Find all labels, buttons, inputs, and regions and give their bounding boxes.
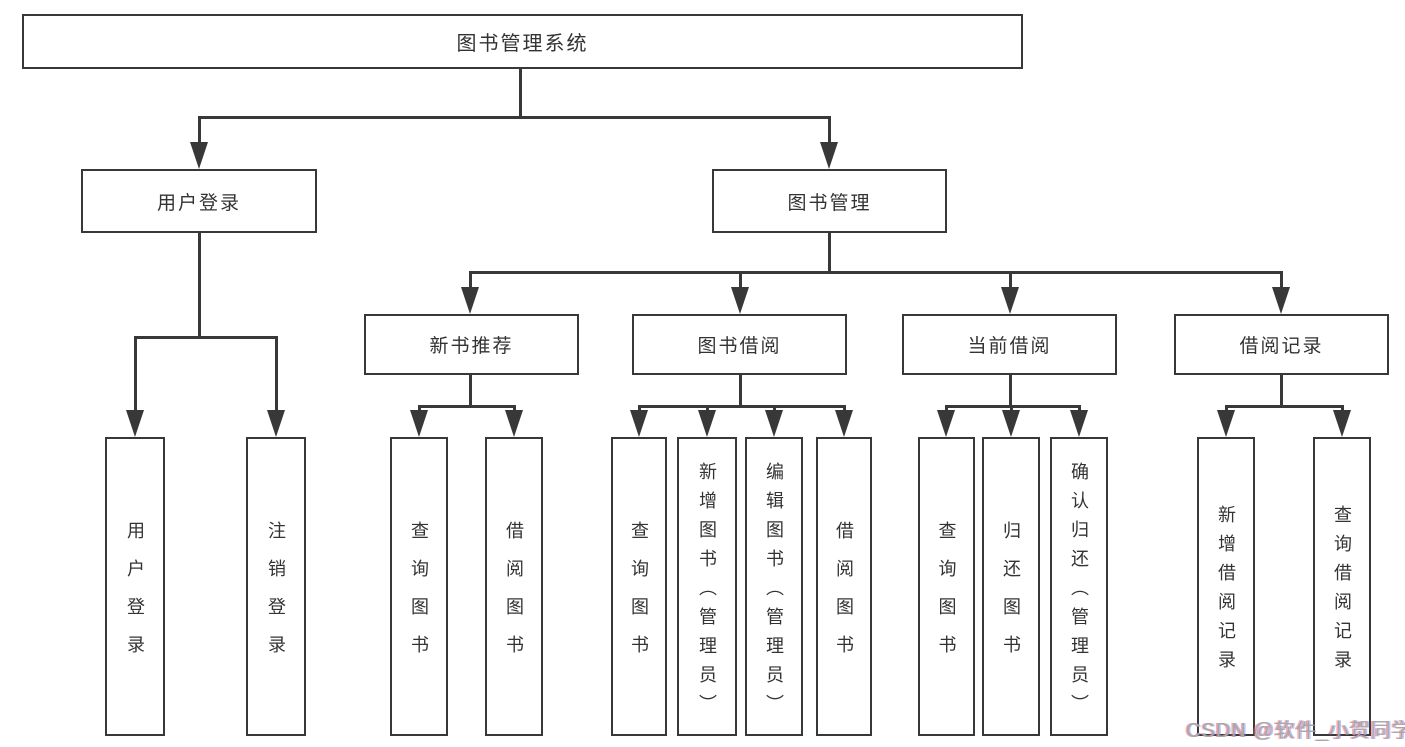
flow-arrow-icon — [410, 410, 428, 437]
node-query-book-current: 查询图书 — [918, 437, 975, 736]
connector-line — [197, 115, 831, 119]
node-book-management: 图书管理 — [712, 169, 947, 233]
node-logout: 注销登录 — [246, 437, 306, 736]
connector-line — [468, 375, 472, 406]
node-root: 图书管理系统 — [22, 14, 1023, 69]
connector-line — [1008, 375, 1012, 406]
connector-line — [197, 233, 201, 337]
flow-arrow-icon — [698, 410, 716, 437]
node-query-book-borrow-label: 查询图书 — [629, 520, 649, 673]
node-book-management-label: 图书管理 — [787, 192, 872, 214]
flow-arrow-icon — [765, 410, 783, 437]
flow-arrow-icon — [835, 410, 853, 437]
node-borrow-book-recommend-label: 借阅图书 — [504, 520, 524, 673]
flow-arrow-icon — [1272, 287, 1290, 314]
node-borrow-book-recommend: 借阅图书 — [485, 437, 543, 736]
flow-arrow-icon — [267, 410, 285, 437]
node-add-book-admin-label: 新增图书（管理员） — [697, 461, 717, 723]
connector-line — [417, 404, 516, 408]
flow-arrow-icon — [1333, 410, 1351, 437]
connector-line — [637, 404, 846, 408]
connector-line — [827, 117, 831, 148]
flow-arrow-icon — [190, 142, 208, 169]
node-user-login: 用户登录 — [81, 169, 317, 233]
node-borrow-records: 借阅记录 — [1174, 314, 1389, 375]
watermark: CSDN @软件_小贺同学 — [1186, 714, 1405, 743]
node-new-book-recommend-label: 新书推荐 — [429, 336, 514, 357]
node-current-borrow: 当前借阅 — [902, 314, 1117, 375]
node-confirm-return-admin-label: 确认归还（管理员） — [1069, 461, 1089, 723]
connector-line — [944, 404, 1081, 408]
node-query-borrow-record: 查询借阅记录 — [1313, 437, 1371, 736]
node-edit-book-admin: 编辑图书（管理员） — [745, 437, 803, 736]
node-edit-book-admin-label: 编辑图书（管理员） — [764, 461, 784, 723]
watermark-text: CSDN @软件_小贺同学 — [1186, 720, 1405, 742]
flow-arrow-icon — [461, 287, 479, 314]
node-query-book-recommend-label: 查询图书 — [409, 520, 429, 673]
node-login-label: 用户登录 — [125, 520, 145, 673]
connector-line — [468, 270, 1283, 274]
connector-line — [274, 337, 278, 416]
flow-arrow-icon — [505, 410, 523, 437]
flow-arrow-icon — [1002, 410, 1020, 437]
node-return-book: 归还图书 — [982, 437, 1040, 736]
node-query-book-borrow: 查询图书 — [611, 437, 667, 736]
flow-arrow-icon — [1217, 410, 1235, 437]
node-new-book-recommend: 新书推荐 — [364, 314, 579, 375]
flow-arrow-icon — [126, 410, 144, 437]
connector-line — [197, 117, 201, 148]
connector-line — [827, 233, 831, 272]
flow-arrow-icon — [937, 410, 955, 437]
node-query-borrow-record-label: 查询借阅记录 — [1332, 505, 1352, 679]
connector-line — [1279, 272, 1283, 293]
flow-arrow-icon — [630, 410, 648, 437]
node-user-login-label: 用户登录 — [156, 192, 241, 214]
node-add-borrow-record-label: 新增借阅记录 — [1216, 505, 1236, 679]
node-add-book-admin: 新增图书（管理员） — [677, 437, 737, 736]
node-borrow-records-label: 借阅记录 — [1239, 336, 1324, 357]
node-confirm-return-admin: 确认归还（管理员） — [1050, 437, 1108, 736]
node-current-borrow-label: 当前借阅 — [967, 336, 1052, 357]
node-borrow-book: 借阅图书 — [816, 437, 872, 736]
connector-line — [1279, 375, 1283, 406]
flow-arrow-icon — [1001, 287, 1019, 314]
connector-line — [133, 335, 278, 339]
connector-line — [1224, 404, 1344, 408]
connector-line — [518, 69, 522, 117]
node-borrow-book-label: 借阅图书 — [834, 520, 854, 673]
node-add-borrow-record: 新增借阅记录 — [1197, 437, 1255, 736]
flow-arrow-icon — [1070, 410, 1088, 437]
connector-line — [468, 272, 472, 293]
node-logout-label: 注销登录 — [266, 520, 286, 673]
node-query-book-recommend: 查询图书 — [390, 437, 448, 736]
node-book-borrow: 图书借阅 — [632, 314, 847, 375]
connector-line — [1008, 272, 1012, 293]
node-return-book-label: 归还图书 — [1001, 520, 1021, 673]
connector-line — [133, 337, 137, 416]
node-book-borrow-label: 图书借阅 — [697, 336, 782, 357]
connector-line — [738, 375, 742, 406]
node-login: 用户登录 — [105, 437, 165, 736]
flow-arrow-icon — [731, 287, 749, 314]
flow-arrow-icon — [820, 142, 838, 169]
node-root-label: 图书管理系统 — [456, 33, 589, 55]
connector-line — [738, 272, 742, 293]
node-query-book-current-label: 查询图书 — [936, 520, 957, 673]
